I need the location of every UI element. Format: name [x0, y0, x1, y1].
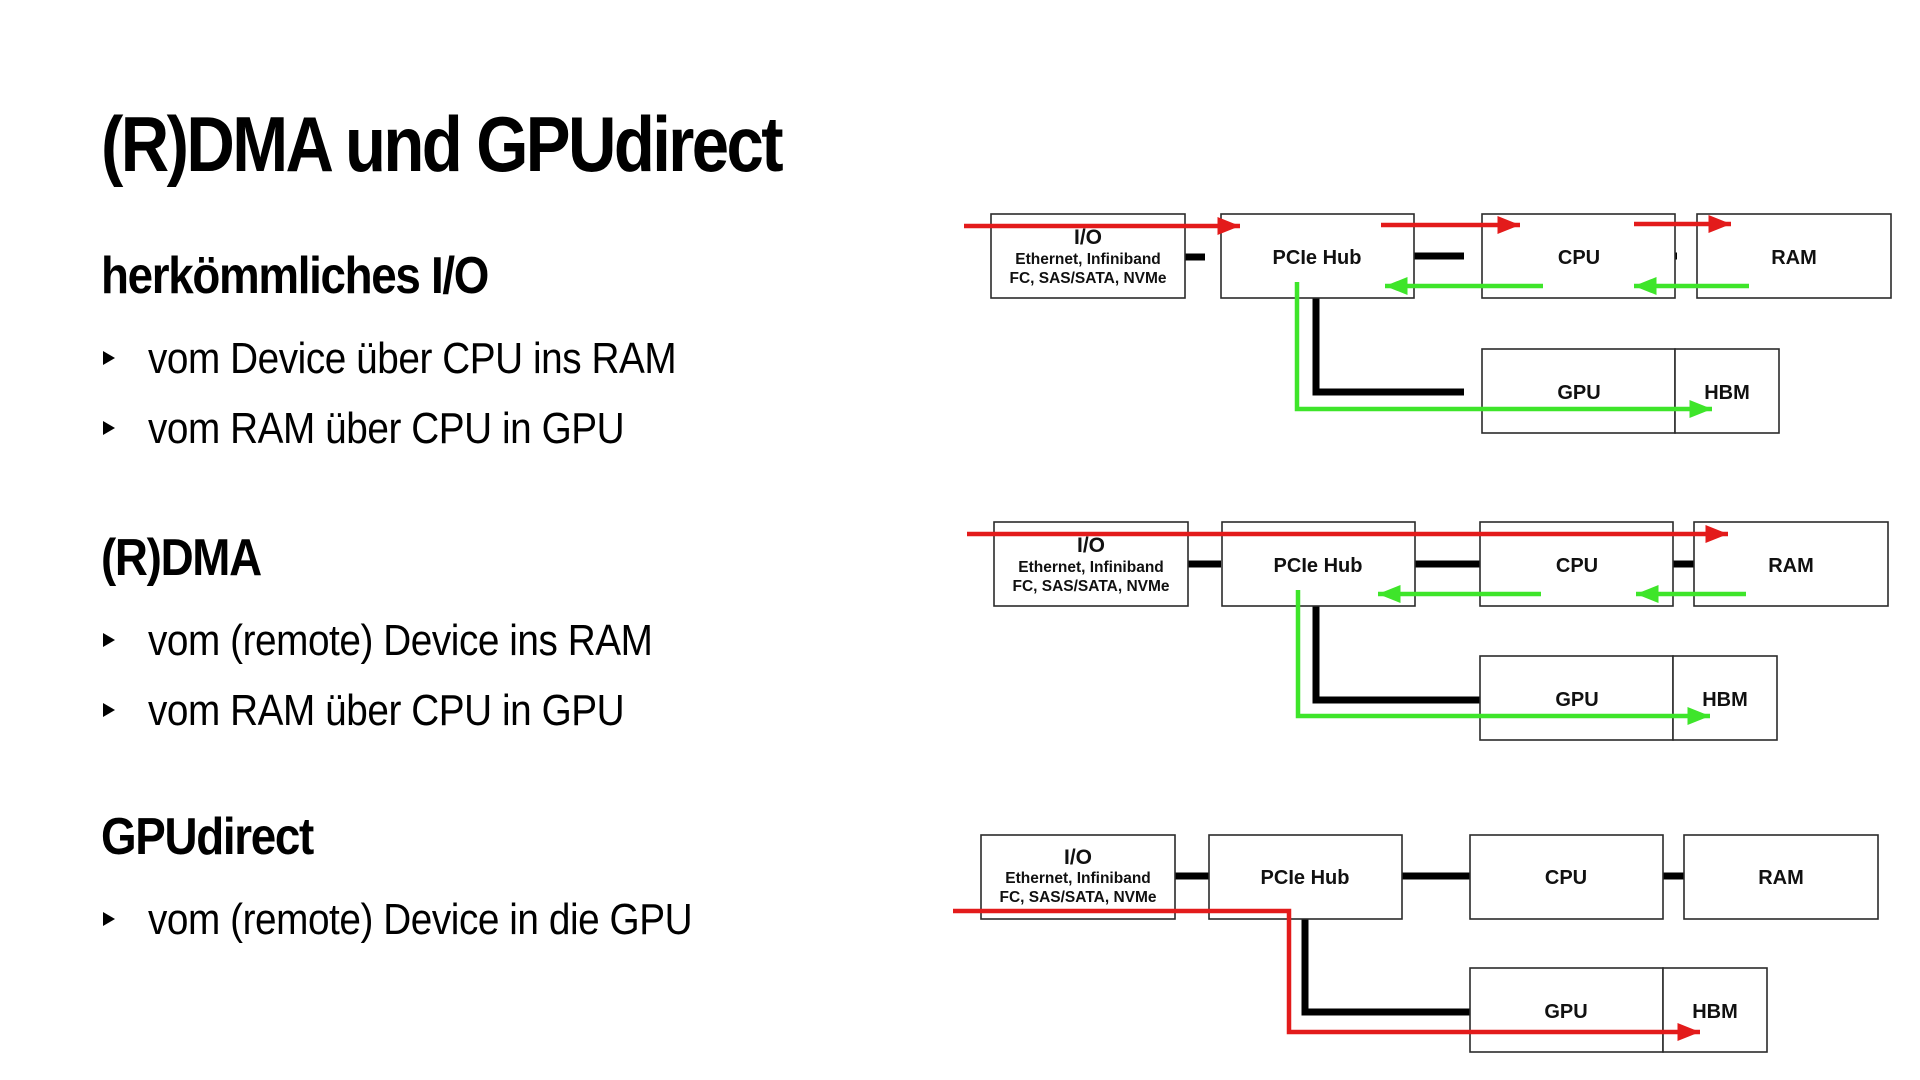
hbm-label: HBM [1702, 689, 1748, 711]
hbm-box [1672, 655, 1778, 741]
bullet-list: vom Device über CPU ins RAM vom RAM über… [101, 324, 677, 464]
ram-label: RAM [1771, 247, 1817, 269]
bullet-text: vom RAM über CPU in GPU [148, 404, 625, 453]
cpu-label: CPU [1556, 555, 1598, 577]
diagram-conventional-io: I/O Ethernet, Infiniband FC, SAS/SATA, N… [964, 213, 1892, 434]
io-label: I/O [1064, 846, 1092, 869]
diagram-rdma: I/O Ethernet, Infiniband FC, SAS/SATA, N… [967, 521, 1889, 741]
pcie-hub-label: PCIe Hub [1274, 555, 1363, 577]
ram-label: RAM [1758, 867, 1804, 889]
bullet-triangle-icon [103, 912, 115, 926]
bullet-triangle-icon [103, 351, 115, 365]
cpu-label: CPU [1545, 867, 1587, 889]
green-arrow-pcie-to-hbm [1295, 590, 1710, 725]
green-arrow-pcie-to-hbm [1294, 282, 1712, 418]
gpu-box [1469, 967, 1664, 1053]
ram-label: RAM [1768, 555, 1814, 577]
bullet-item: vom RAM über CPU in GPU [101, 394, 625, 464]
slide-title: (R)DMA und GPUdirect [101, 100, 784, 188]
pcie-hub-box [1208, 834, 1403, 920]
bullet-text: vom (remote) Device in die GPU [148, 895, 693, 944]
diagram-gpudirect: I/O Ethernet, Infiniband FC, SAS/SATA, N… [953, 834, 1879, 1053]
bullet-triangle-icon [103, 703, 115, 717]
pcie-hub-box [1220, 213, 1415, 299]
io-sublabel-2: FC, SAS/SATA, NVMe [1009, 270, 1166, 287]
bullet-text: vom Device über CPU ins RAM [148, 334, 677, 383]
gpu-box [1481, 348, 1676, 434]
gpu-label: GPU [1557, 382, 1600, 404]
io-label: I/O [1074, 226, 1102, 249]
section-gpudirect: GPUdirect vom (remote) Device in die GPU [101, 807, 693, 955]
pcie-hub-label: PCIe Hub [1261, 867, 1350, 889]
gpu-label: GPU [1555, 689, 1598, 711]
bullet-item: vom (remote) Device ins RAM [101, 606, 653, 676]
bullet-triangle-icon [103, 633, 115, 647]
io-sublabel-2: FC, SAS/SATA, NVMe [1012, 578, 1169, 595]
bus-pcie-gpu [1312, 296, 1464, 396]
io-sublabel-1: Ethernet, Infiniband [1015, 251, 1161, 268]
gpu-label: GPU [1544, 1001, 1587, 1023]
bullet-item: vom Device über CPU ins RAM [101, 324, 677, 394]
section-heading: herkömmliches I/O [101, 247, 489, 305]
hbm-box [1662, 967, 1768, 1053]
section-heading: (R)DMA [101, 529, 262, 587]
hbm-box [1674, 348, 1780, 434]
section-conventional-io: herkömmliches I/O vom Device über CPU in… [101, 246, 677, 464]
section-rdma: (R)DMA vom (remote) Device ins RAM vom R… [101, 528, 653, 746]
io-sublabel-1: Ethernet, Infiniband [1005, 870, 1151, 887]
cpu-label: CPU [1558, 247, 1600, 269]
io-sublabel-1: Ethernet, Infiniband [1018, 559, 1164, 576]
bus-pcie-gpu [1312, 605, 1482, 704]
io-label: I/O [1077, 534, 1105, 557]
io-box [980, 834, 1176, 920]
bullet-list: vom (remote) Device in die GPU [101, 885, 693, 955]
bullet-text: vom RAM über CPU in GPU [148, 686, 625, 735]
ram-box [1683, 834, 1879, 920]
io-sublabel-2: FC, SAS/SATA, NVMe [999, 889, 1156, 906]
pcie-hub-label: PCIe Hub [1273, 247, 1362, 269]
gpu-box [1479, 655, 1674, 741]
hbm-label: HBM [1704, 382, 1750, 404]
bullet-list: vom (remote) Device ins RAM vom RAM über… [101, 606, 653, 746]
bullet-triangle-icon [103, 421, 115, 435]
section-heading: GPUdirect [101, 808, 314, 866]
bus-pcie-gpu [1301, 917, 1470, 1016]
red-arrow-io-to-hbm [953, 908, 1700, 1041]
bullet-item: vom RAM über CPU in GPU [101, 676, 625, 746]
cpu-box [1469, 834, 1664, 920]
hbm-label: HBM [1692, 1001, 1738, 1023]
bullet-text: vom (remote) Device ins RAM [148, 616, 653, 665]
bullet-item: vom (remote) Device in die GPU [101, 885, 693, 955]
